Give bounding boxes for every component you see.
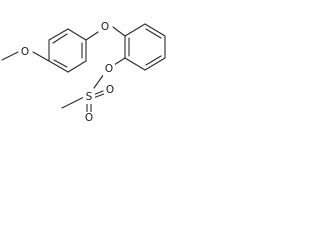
sulfonyl-oxygen-right-label: O bbox=[106, 84, 114, 96]
ester-oxygen-label: O bbox=[105, 63, 113, 75]
chemical-structure: O O O S O O bbox=[1, 21, 166, 125]
bond bbox=[124, 57, 146, 71]
bond bbox=[124, 23, 146, 37]
bond bbox=[145, 55, 162, 66]
bond bbox=[1, 51, 19, 61]
bond bbox=[144, 57, 166, 71]
bond bbox=[67, 60, 87, 73]
bond bbox=[93, 73, 105, 89]
bond bbox=[85, 31, 99, 41]
bond bbox=[112, 26, 126, 37]
sulfur-label: S bbox=[86, 91, 93, 103]
bond bbox=[52, 33, 68, 44]
bond bbox=[145, 28, 162, 39]
sulfonyl-oxygen-bottom-label: O bbox=[85, 112, 93, 124]
bond bbox=[113, 57, 126, 66]
ether-oxygen-label: O bbox=[101, 21, 109, 33]
bond bbox=[48, 60, 69, 73]
bond bbox=[61, 95, 87, 109]
bond bbox=[32, 51, 50, 62]
bond bbox=[144, 23, 166, 37]
bond bbox=[67, 28, 87, 41]
bond bbox=[48, 28, 69, 41]
bond bbox=[53, 59, 68, 68]
methoxy-oxygen-label: O bbox=[21, 46, 29, 58]
